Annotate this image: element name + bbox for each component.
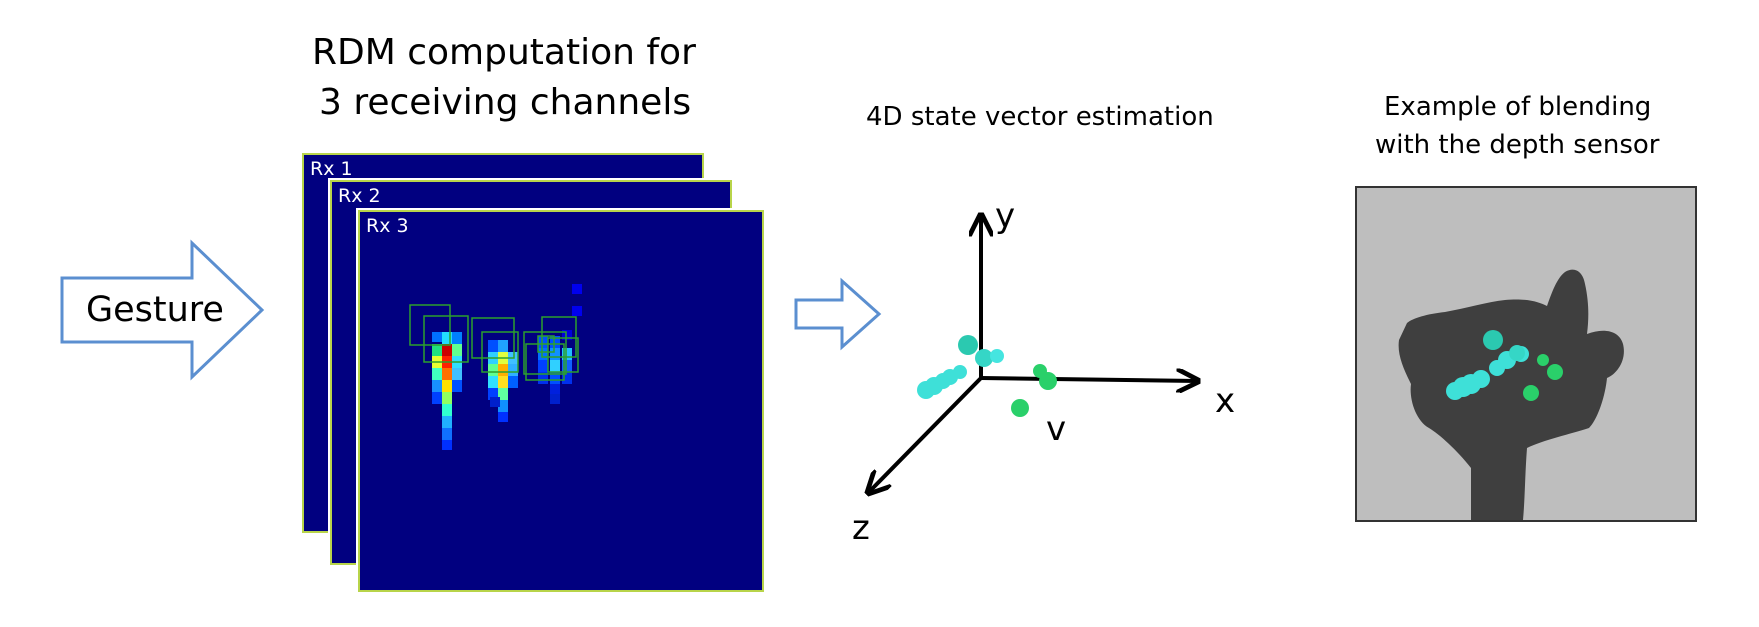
rx3-label: Rx 3 [366, 215, 409, 237]
state-vector-title: 4D state vector estimation [866, 102, 1214, 132]
hand-silhouette [1398, 269, 1624, 520]
gesture-arrow [60, 239, 265, 381]
v-axis-label: v [1046, 409, 1067, 449]
green-points [1011, 364, 1057, 417]
rdm-panel-rx3: Rx 3 [356, 208, 766, 594]
blend-title-line2: with the depth sensor [1375, 130, 1660, 160]
rdm-heatmap [409, 284, 582, 450]
blend-title-line1: Example of blending [1384, 92, 1652, 122]
rx2-label: Rx 2 [338, 185, 381, 207]
cyan-points [917, 335, 1004, 399]
x-axis-label: x [1215, 381, 1236, 421]
x-axis-line [980, 378, 1198, 381]
z-axis-line [868, 376, 983, 493]
rdm-title-line2: 3 receiving channels [319, 82, 692, 123]
z-axis-label: z [852, 508, 870, 548]
gesture-label: Gesture [86, 290, 224, 330]
y-axis-label: y [995, 196, 1016, 236]
rdm-title-line1: RDM computation for [312, 32, 696, 73]
right-arrow-icon [794, 277, 882, 351]
depth-sensor-image [1355, 186, 1697, 522]
rx1-label: Rx 1 [310, 158, 353, 180]
